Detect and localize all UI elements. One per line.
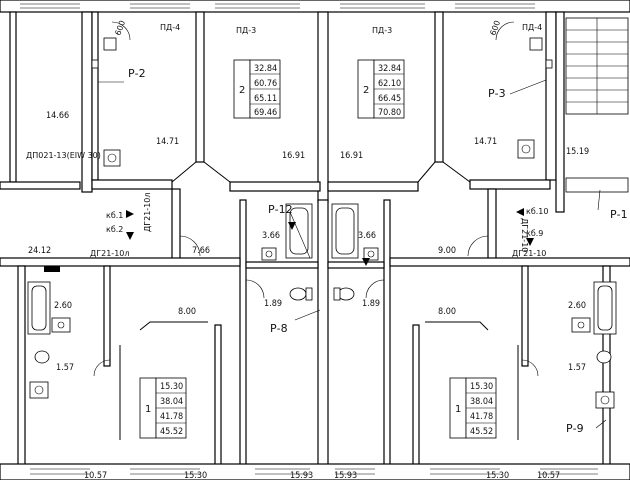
area-label: 15.30 bbox=[184, 471, 207, 480]
door-type-label: ПД-4 bbox=[160, 23, 180, 32]
apartment-1-value: 65.11 bbox=[254, 94, 277, 104]
apartment-3-rooms: 1 bbox=[145, 404, 151, 415]
area-label: 10.57 bbox=[537, 471, 560, 480]
apartment-4-value: 45.52 bbox=[470, 427, 493, 437]
shaft-label: ДГ21-10 bbox=[512, 249, 546, 258]
room-label-p3: Р-3 bbox=[488, 87, 506, 100]
apartment-4-value: 15.30 bbox=[470, 382, 493, 392]
area-label: 1.89 bbox=[264, 299, 282, 309]
area-label: 16.91 bbox=[282, 151, 305, 161]
corridor-area-label: 14.66 bbox=[46, 111, 69, 121]
area-label: 7.66 bbox=[192, 246, 210, 256]
shaft-label: кб.10 bbox=[526, 207, 549, 216]
apartment-info-box-1: 2 32.84 60.76 65.11 69.46 bbox=[233, 59, 281, 119]
apartment-4-value: 38.04 bbox=[470, 397, 493, 407]
labels: 14.66 ДП021-13(ЕIW 30) Р-2 Р-3 Р-8 Р-9 Р… bbox=[26, 19, 628, 480]
shaft-label: ДГ21-10л bbox=[90, 249, 130, 258]
leader-lines bbox=[98, 79, 607, 429]
area-label: 3.66 bbox=[262, 231, 280, 241]
shaft-label: кб.2 bbox=[106, 225, 123, 234]
windows bbox=[20, 3, 598, 475]
shaft-label: кб.1 bbox=[106, 211, 123, 220]
apartment-2-value: 62.10 bbox=[378, 79, 401, 89]
area-label: 1.57 bbox=[568, 363, 586, 373]
area-label: 1.57 bbox=[56, 363, 74, 373]
apartment-2-value: 32.84 bbox=[378, 64, 401, 74]
fixtures bbox=[27, 21, 617, 440]
area-label: 8.00 bbox=[178, 307, 196, 317]
area-label: 14.71 bbox=[156, 137, 179, 147]
area-label: 14.71 bbox=[474, 137, 497, 147]
room-label-p2: Р-2 bbox=[128, 67, 146, 80]
area-label: 10.57 bbox=[84, 471, 107, 480]
apartment-1-value: 69.46 bbox=[254, 108, 277, 118]
apartment-1-value: 60.76 bbox=[254, 79, 277, 89]
shaft-markers bbox=[44, 208, 534, 272]
apartment-info-box-4: 1 15.30 38.04 41.78 45.52 bbox=[449, 377, 497, 439]
door-type-label: ПД-3 bbox=[372, 26, 392, 35]
apartment-3-value: 41.78 bbox=[160, 412, 183, 422]
room-label-p12: Р-12 bbox=[268, 203, 293, 216]
area-label: 15.93 bbox=[290, 471, 313, 480]
apartment-3-value: 38.04 bbox=[160, 397, 183, 407]
shaft-label: кб.9 bbox=[526, 229, 543, 238]
room-label-p1: Р-1 bbox=[610, 208, 628, 221]
area-label: 1.89 bbox=[362, 299, 380, 309]
area-label: 24.12 bbox=[28, 246, 51, 256]
area-label: 3.66 bbox=[358, 231, 376, 241]
area-label: 8.00 bbox=[438, 307, 456, 317]
apartment-info-box-2: 2 32.84 62.10 66.45 70.80 bbox=[357, 59, 405, 119]
door-type-label: ПД-4 bbox=[522, 23, 542, 32]
room-label-p9: Р-9 bbox=[566, 422, 584, 435]
area-label: 2.60 bbox=[568, 301, 586, 311]
apartment-4-value: 41.78 bbox=[470, 412, 493, 422]
door-mark-label: ДП021-13(ЕIW 30) bbox=[26, 151, 101, 160]
room-label-p8: Р-8 bbox=[270, 322, 288, 335]
apartment-2-rooms: 2 bbox=[363, 85, 369, 96]
area-label: 2.60 bbox=[54, 301, 72, 311]
dimension-label: 600 bbox=[488, 19, 502, 36]
area-label: 9.00 bbox=[438, 246, 456, 256]
area-label: 16.91 bbox=[340, 151, 363, 161]
area-label: 15.30 bbox=[486, 471, 509, 480]
apartment-1-rooms: 2 bbox=[239, 85, 245, 96]
area-label: 15.93 bbox=[334, 471, 357, 480]
shaft-label: ДГ21-10 bbox=[520, 218, 529, 252]
door-type-label: ПД-3 bbox=[236, 26, 256, 35]
apartment-2-value: 66.45 bbox=[378, 94, 401, 104]
apartment-3-value: 15.30 bbox=[160, 382, 183, 392]
staircase bbox=[565, 17, 629, 193]
apartment-4-rooms: 1 bbox=[455, 404, 461, 415]
shaft-label: ДГ21-10л bbox=[143, 193, 152, 233]
apartment-3-value: 45.52 bbox=[160, 427, 183, 437]
apartment-info-box-3: 1 15.30 38.04 41.78 45.52 bbox=[139, 377, 187, 439]
apartment-1-value: 32.84 bbox=[254, 64, 277, 74]
apartment-2-value: 70.80 bbox=[378, 108, 401, 118]
area-label: 15.19 bbox=[566, 147, 589, 157]
